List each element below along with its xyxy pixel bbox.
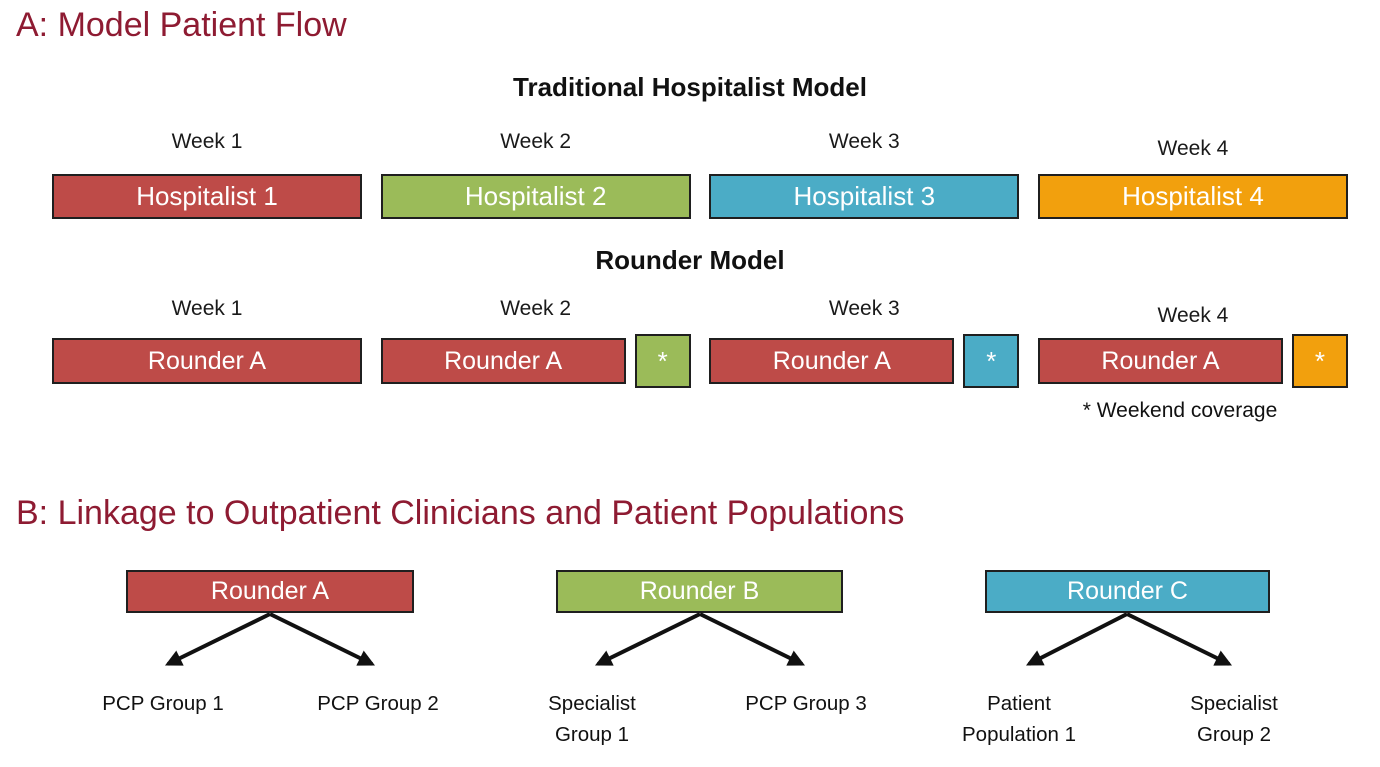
- traditional-box-row: Hospitalist 1 Hospitalist 2 Hospitalist …: [52, 174, 1348, 219]
- rounder-a-box: Rounder A: [1037, 338, 1283, 384]
- rounder-week4-cell: Rounder A *: [1037, 334, 1348, 388]
- linkage-target-label: PCP Group 2: [317, 692, 439, 715]
- rounder-b-arrows: [594, 612, 806, 666]
- week-label: Week 2: [500, 297, 572, 320]
- week-label: Week 1: [171, 130, 243, 153]
- rounder-a-box: Rounder A: [380, 338, 626, 384]
- rounder-c-linkage-box: Rounder C: [985, 570, 1270, 613]
- week-label: Week 3: [828, 297, 900, 320]
- weekend-coverage-badge-blue: *: [963, 334, 1020, 388]
- weekend-coverage-badge-green: *: [634, 334, 691, 388]
- hospitalist-2-box: Hospitalist 2: [380, 174, 691, 219]
- week-label: Week 2: [500, 130, 572, 153]
- hospitalist-4-box: Hospitalist 4: [1037, 174, 1348, 219]
- week-label: Week 4: [1157, 304, 1229, 327]
- rounder-box-row: Rounder A Rounder A * Rounder A * Rounde…: [52, 334, 1348, 388]
- rounder-a-linkage-box: Rounder A: [126, 570, 414, 613]
- rounder-b-linkage-box: Rounder B: [556, 570, 843, 613]
- rounder-week1-cell: Rounder A: [52, 334, 362, 388]
- linkage-target-label: Patient Population 1: [962, 692, 1076, 746]
- linkage-target-label: PCP Group 1: [102, 692, 224, 715]
- traditional-model-heading: Traditional Hospitalist Model: [513, 72, 867, 102]
- rounder-a-arrows: [164, 612, 376, 666]
- traditional-week-row: Week 1 Week 2 Week 3 Week 4: [52, 130, 1348, 161]
- rounder-model-heading: Rounder Model: [595, 245, 785, 275]
- hospitalist-3-box: Hospitalist 3: [709, 174, 1020, 219]
- rounder-c-arrows: [1026, 612, 1233, 666]
- week-label: Week 4: [1157, 137, 1229, 160]
- rounder-a-box: Rounder A: [709, 338, 955, 384]
- hospitalist-1-box: Hospitalist 1: [52, 174, 362, 219]
- linkage-target-label: PCP Group 3: [745, 692, 867, 715]
- week-label: Week 3: [828, 130, 900, 153]
- week-label: Week 1: [171, 297, 243, 320]
- linkage-target-label: Specialist Group 1: [548, 692, 636, 746]
- panel-b-title: B: Linkage to Outpatient Clinicians and …: [16, 494, 905, 532]
- weekend-coverage-footnote: * Weekend coverage: [1082, 399, 1278, 422]
- weekend-coverage-badge-orange: *: [1291, 334, 1348, 388]
- rounder-a-box: Rounder A: [52, 338, 362, 384]
- rounder-week-row: Week 1 Week 2 Week 3 Week 4: [52, 297, 1348, 328]
- rounder-week2-cell: Rounder A *: [380, 334, 691, 388]
- rounder-week3-cell: Rounder A *: [709, 334, 1020, 388]
- panel-a-title: A: Model Patient Flow: [16, 6, 347, 44]
- linkage-target-label: Specialist Group 2: [1190, 692, 1278, 746]
